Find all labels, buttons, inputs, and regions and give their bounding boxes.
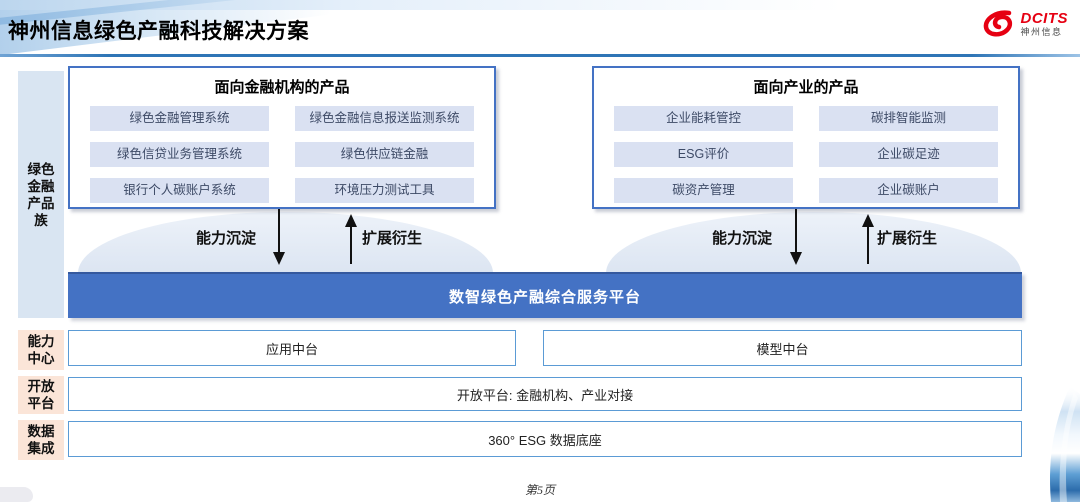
flow-label-capability-settling: 能力沉淀	[712, 230, 773, 247]
header-swoosh-decoration	[0, 0, 1080, 10]
model-middle-platform-box: 模型中台	[543, 330, 1022, 366]
page-title: 神州信息绿色产融科技解决方案	[8, 20, 309, 43]
product-grid: 绿色金融管理系统 绿色金融信息报送监测系统 绿色信贷业务管理系统 绿色供应链金融…	[70, 97, 494, 203]
bottom-right-ribbon-decoration	[1050, 386, 1080, 502]
product-box-title: 面向金融机构的产品	[214, 79, 350, 96]
product-box-title: 面向产业的产品	[753, 79, 859, 96]
sidebar-label-green-finance-product-family: 绿色 金融 产品 族	[18, 71, 64, 318]
product-box-financial-institutions: 面向金融机构的产品 绿色金融管理系统 绿色金融信息报送监测系统 绿色信贷业务管理…	[68, 66, 496, 209]
flow-label-expansion-derivation: 扩展衍生	[877, 230, 938, 247]
bottom-left-decoration	[0, 487, 33, 502]
sidebar-label-line: 绿色	[27, 161, 55, 177]
product-item: 企业碳足迹	[819, 142, 998, 167]
flow-label-expansion-derivation: 扩展衍生	[362, 230, 423, 247]
dcits-logo: DCITS 神州信息	[982, 9, 1069, 39]
product-box-industry: 面向产业的产品 企业能耗管控 碳排智能监测 ESG评价 企业碳足迹 碳资产管理 …	[592, 66, 1020, 209]
sidebar-label-open-platform: 开放 平台	[18, 376, 64, 414]
sidebar-label-line: 族	[34, 212, 48, 228]
product-grid: 企业能耗管控 碳排智能监测 ESG评价 企业碳足迹 碳资产管理 企业碳账户	[594, 97, 1018, 203]
arrow-up-icon	[862, 214, 874, 264]
sidebar-label-line: 中心	[27, 351, 55, 366]
arrow-up-icon	[345, 214, 357, 264]
product-item: 绿色金融信息报送监测系统	[295, 106, 474, 131]
arrow-down-icon	[273, 209, 285, 265]
dcits-swirl-icon	[983, 10, 1012, 37]
flow-label-capability-settling: 能力沉淀	[196, 230, 257, 247]
product-item: 绿色金融管理系统	[90, 106, 269, 131]
sidebar-label-line: 能力	[27, 334, 55, 349]
page-number: 第5页	[524, 483, 555, 497]
sidebar-label-line: 产品	[27, 195, 55, 211]
logo-brand: DCITS	[1020, 10, 1068, 27]
sidebar-label-data-integration: 数据 集成	[18, 420, 64, 460]
header-divider	[0, 54, 1080, 57]
sidebar-label-line: 平台	[27, 396, 55, 411]
product-item: 碳资产管理	[614, 178, 793, 203]
dome-decoration-right	[606, 212, 1021, 273]
sidebar-label-capability-center: 能力 中心	[18, 330, 64, 370]
sidebar-label-line: 数据	[27, 424, 55, 439]
arrow-down-icon	[790, 209, 802, 265]
open-platform-box: 开放平台: 金融机构、产业对接	[68, 377, 1022, 411]
esg-data-base-box: 360° ESG 数据底座	[68, 421, 1022, 457]
product-item: 企业能耗管控	[614, 106, 793, 131]
application-middle-platform-box: 应用中台	[68, 330, 516, 366]
product-item: 企业碳账户	[819, 178, 998, 203]
platform-bar: 数智绿色产融综合服务平台	[68, 272, 1022, 318]
sidebar-label-line: 开放	[27, 379, 55, 394]
product-item: 绿色信贷业务管理系统	[90, 142, 269, 167]
sidebar-label-line: 集成	[27, 441, 55, 456]
product-item: 碳排智能监测	[819, 106, 998, 131]
logo-brand-cn: 神州信息	[1020, 27, 1063, 37]
product-item: 银行个人碳账户系统	[90, 178, 269, 203]
product-item: 环境压力测试工具	[295, 178, 474, 203]
product-item: 绿色供应链金融	[295, 142, 474, 167]
logo-text: DCITS 神州信息	[1021, 11, 1069, 37]
product-item: ESG评价	[614, 142, 793, 167]
sidebar-label-line: 金融	[27, 178, 55, 194]
